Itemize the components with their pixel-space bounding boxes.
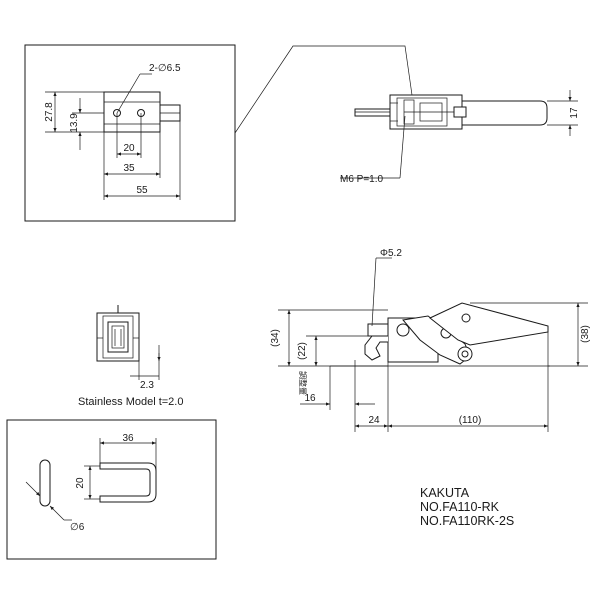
maker-label: KAKUTA bbox=[420, 486, 470, 500]
lever-pin bbox=[457, 346, 473, 362]
rod-section bbox=[39, 459, 51, 507]
front-view: Φ5.2 (38) (34) (22) 調整量 16 24 (110) bbox=[270, 248, 591, 432]
side-view: 17 M6 P=1.0 bbox=[340, 90, 580, 185]
base-plate bbox=[103, 91, 161, 133]
u-bolt-frame bbox=[6, 419, 217, 560]
u-width-label: 36 bbox=[122, 433, 134, 444]
thread-callout: M6 P=1.0 bbox=[340, 174, 384, 185]
rod-dia-label: ∅6 bbox=[70, 522, 85, 533]
model-label-1: NO.FA110-RK bbox=[420, 500, 500, 514]
offset-label: 24 bbox=[368, 415, 380, 426]
detail-frame bbox=[24, 44, 236, 222]
height-inner-front-label: (22) bbox=[297, 342, 308, 360]
overall-height-label: (38) bbox=[580, 325, 591, 343]
title-block: KAKUTA NO.FA110-RK NO.FA110RK-2S bbox=[420, 486, 514, 528]
model-label-2: NO.FA110RK-2S bbox=[420, 514, 514, 528]
detail-leader-line bbox=[234, 45, 413, 134]
length-label: (110) bbox=[459, 415, 482, 426]
stainless-caption: Stainless Model t=2.0 bbox=[78, 396, 183, 408]
width-outer-label: 55 bbox=[136, 185, 148, 196]
adjust-label: 調整量 bbox=[298, 371, 308, 395]
thickness-label: 2.3 bbox=[140, 380, 154, 391]
lever-handle bbox=[461, 100, 548, 126]
hole-callout: 2-∅6.5 bbox=[149, 63, 181, 74]
height-outer-label: 27.8 bbox=[44, 102, 55, 122]
pivot-pin bbox=[396, 323, 410, 337]
width-inner-label: 20 bbox=[123, 143, 135, 154]
threaded-rod bbox=[354, 108, 391, 117]
u-height-label: 20 bbox=[75, 477, 86, 489]
height-inner-label: 13.9 bbox=[69, 113, 80, 133]
u-bolt-view: 36 20 ∅6 bbox=[6, 419, 217, 560]
hook bbox=[364, 335, 388, 361]
side-height-label: 17 bbox=[569, 107, 580, 119]
u-bolt bbox=[99, 462, 157, 503]
top-detail-view: 2-∅6.5 27.8 13.9 20 35 55 bbox=[24, 44, 236, 222]
end-view: 2.3 Stainless Model t=2.0 bbox=[78, 305, 183, 408]
pin-dia-label: Φ5.2 bbox=[380, 248, 402, 259]
width-mid-label: 35 bbox=[123, 163, 135, 174]
adjust-value-label: 16 bbox=[304, 393, 316, 404]
height-left-label: (34) bbox=[270, 329, 281, 347]
